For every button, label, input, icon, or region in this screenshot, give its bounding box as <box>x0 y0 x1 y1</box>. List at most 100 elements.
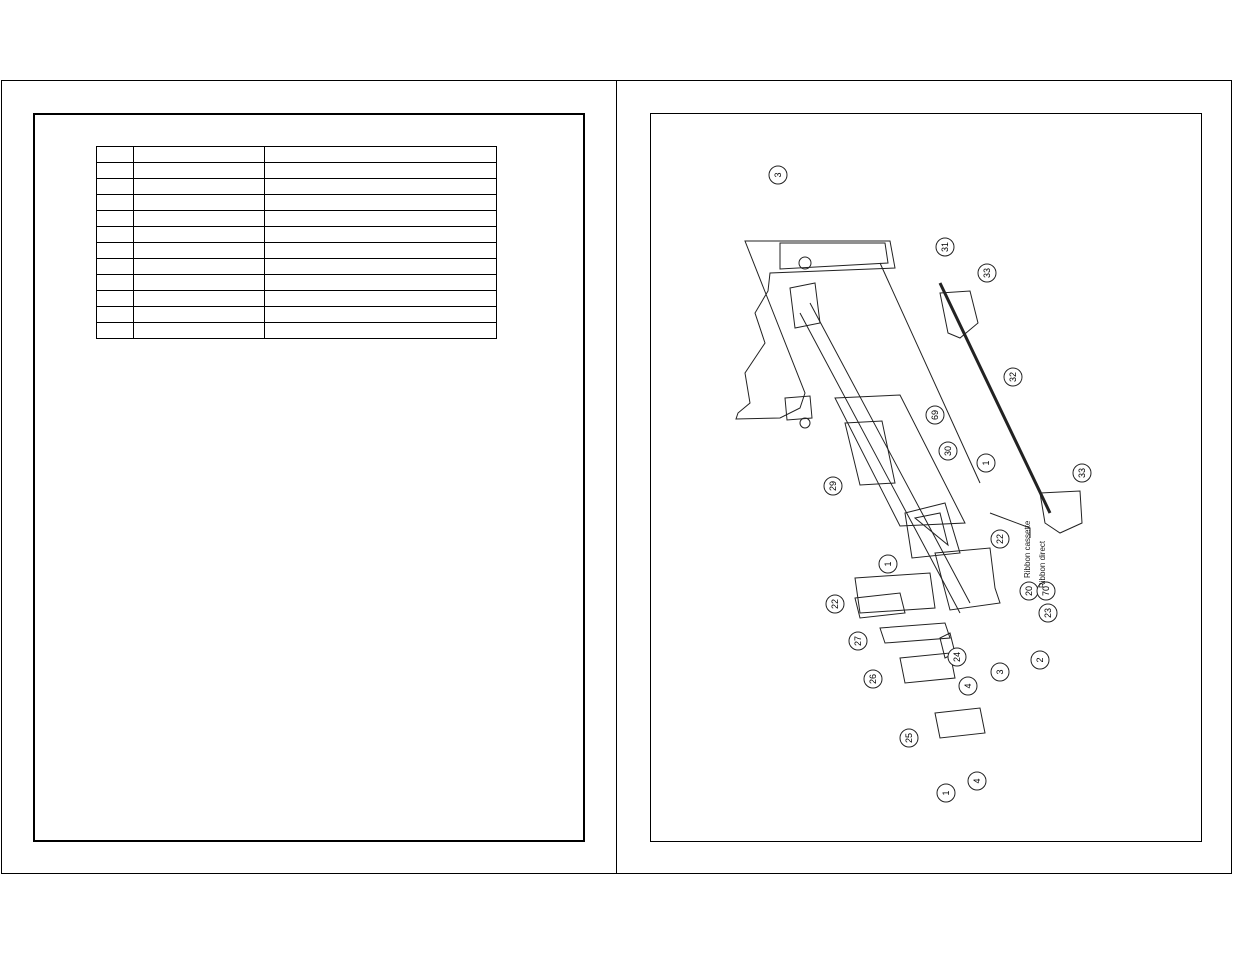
callout-label: 1 <box>981 460 991 465</box>
table-cell <box>264 274 497 291</box>
callout-circle <box>1072 463 1092 483</box>
callout-circle <box>825 594 845 614</box>
callout-c2: 2 <box>1030 650 1050 670</box>
callout-circle <box>1038 603 1058 623</box>
table-cell <box>264 242 497 259</box>
callout-circle <box>925 405 945 425</box>
table-row <box>96 178 497 195</box>
table-cell <box>96 146 134 163</box>
printer-frame-part <box>735 240 896 420</box>
plate-part-22 <box>854 592 906 619</box>
right-page-frame <box>650 113 1202 842</box>
table-cell <box>264 226 497 243</box>
table-row <box>96 194 497 211</box>
callout-c22a: 22 <box>990 529 1010 549</box>
callout-label: 33 <box>982 268 992 278</box>
table-cell <box>264 290 497 307</box>
table-row <box>96 162 497 179</box>
left-page-frame <box>33 113 585 842</box>
callout-label: 23 <box>1043 608 1053 618</box>
table-cell <box>264 258 497 275</box>
callout-c70: 70 <box>1036 581 1056 601</box>
callout-c3a: 3 <box>768 165 788 185</box>
callout-circle <box>878 554 898 574</box>
table-cell <box>264 194 497 211</box>
callout-c24: 24 <box>947 647 967 667</box>
callout-label: 3 <box>773 172 783 177</box>
table-cell <box>264 210 497 227</box>
callout-c31: 31 <box>935 237 955 257</box>
callout-label: 26 <box>868 674 878 684</box>
table-cell <box>96 162 134 179</box>
callout-circle <box>768 165 788 185</box>
callout-c27: 27 <box>848 631 868 651</box>
callout-circle <box>958 676 978 696</box>
printer-frame-rail <box>779 242 889 270</box>
callout-circle <box>1030 650 1050 670</box>
callout-label: 70 <box>1041 586 1051 596</box>
ribbon-direct-note: Ribbon direct <box>1038 540 1047 588</box>
table-cell <box>133 274 265 291</box>
table-cell <box>133 322 265 339</box>
shaft-part-32 <box>938 282 1052 514</box>
callout-c1a: 1 <box>976 453 996 473</box>
callout-c32: 32 <box>1003 367 1023 387</box>
table-cell <box>133 242 265 259</box>
callout-c1b: 1 <box>878 554 898 574</box>
callout-label: 4 <box>963 683 973 688</box>
callout-c26: 26 <box>863 669 883 689</box>
callout-circle <box>976 453 996 473</box>
table-row <box>96 242 497 259</box>
callout-c3b: 3 <box>990 662 1010 682</box>
callout-c4a: 4 <box>958 676 978 696</box>
callout-label: 31 <box>940 242 950 252</box>
table-cell <box>264 178 497 195</box>
callout-label: 2 <box>1035 657 1045 662</box>
table-cell <box>133 226 265 243</box>
callout-circle <box>1036 581 1056 601</box>
table-row <box>96 274 497 291</box>
callout-circle <box>848 631 868 651</box>
callout-circle <box>947 647 967 667</box>
table-cell <box>133 210 265 227</box>
table-row <box>96 226 497 243</box>
table-cell <box>133 306 265 323</box>
table-cell <box>96 242 134 259</box>
table-row <box>96 258 497 275</box>
table-cell <box>96 210 134 227</box>
table-cell <box>133 258 265 275</box>
callout-label: 69 <box>930 410 940 420</box>
table-row <box>96 306 497 323</box>
callout-label: 1 <box>941 790 951 795</box>
callout-label: 24 <box>952 652 962 662</box>
callout-c69: 69 <box>925 405 945 425</box>
page-divider <box>616 80 617 874</box>
callout-c29: 29 <box>823 476 843 496</box>
table-cell <box>133 162 265 179</box>
callout-label: 32 <box>1008 372 1018 382</box>
callout-c33b: 33 <box>1072 463 1092 483</box>
callout-circle <box>967 771 987 791</box>
callout-circle <box>823 476 843 496</box>
callout-label: 27 <box>853 636 863 646</box>
callout-circle <box>990 529 1010 549</box>
callout-circle <box>977 263 997 283</box>
callout-label: 1 <box>883 561 893 566</box>
callout-circle <box>899 728 919 748</box>
plate-part-27 <box>879 622 951 644</box>
callout-label: 30 <box>943 446 953 456</box>
callout-label: 33 <box>1077 468 1087 478</box>
callout-circle <box>863 669 883 689</box>
parts-list-table <box>96 146 497 339</box>
callout-circle <box>936 783 956 803</box>
callout-circle <box>990 662 1010 682</box>
callout-c25: 25 <box>899 728 919 748</box>
lower-plate <box>854 572 936 614</box>
callout-label: 22 <box>830 599 840 609</box>
table-row <box>96 146 497 163</box>
table-cell <box>96 274 134 291</box>
table-cell <box>133 178 265 195</box>
callout-c4b: 4 <box>967 771 987 791</box>
table-cell <box>96 258 134 275</box>
